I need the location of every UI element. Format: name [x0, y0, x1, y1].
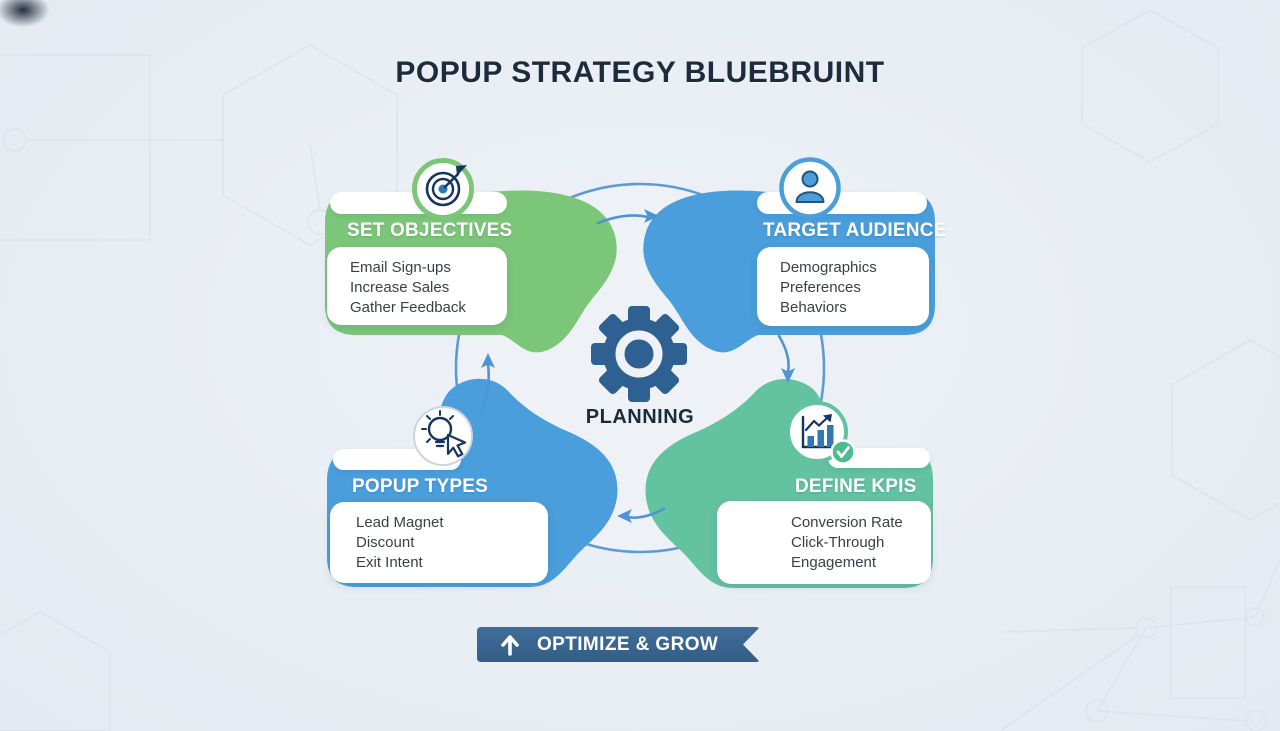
card-item: Gather Feedback [350, 299, 466, 316]
flow-arrow-left [479, 362, 490, 414]
flow-arrowhead-left-icon [617, 509, 632, 523]
card-item: Preferences [780, 279, 861, 296]
up-arrow-icon [499, 633, 521, 657]
flow-arrowhead-right-icon [644, 209, 659, 223]
card-list: Email Sign-ups Increase Sales Gather Fee… [327, 247, 507, 325]
card-item: Demographics [780, 259, 877, 276]
flow-arrow-right [777, 334, 790, 374]
card-item: Lead Magnet [356, 514, 444, 531]
card-item: Increase Sales [350, 279, 450, 296]
card-title: DEFINE KPIS [795, 476, 917, 497]
optimize-grow-banner: OPTIMIZE & GROW [477, 627, 760, 662]
flow-arrowhead-up-icon [481, 353, 495, 368]
card-item: Behaviors [780, 299, 847, 316]
flow-arrow-top [596, 214, 650, 225]
center-label: PLANNING [585, 406, 695, 428]
banner-label: OPTIMIZE & GROW [537, 634, 719, 655]
card-title: SET OBJECTIVES [347, 220, 513, 241]
card-item: Exit Intent [356, 554, 423, 571]
gear-icon [591, 306, 687, 402]
flow-arrowhead-down-icon [781, 368, 795, 383]
card-list: Lead Magnet Discount Exit Intent [330, 502, 548, 583]
card-top-strip [828, 448, 930, 468]
card-list: Demographics Preferences Behaviors [757, 247, 929, 326]
page-title: POPUP STRATEGY BLUEBRUINT [395, 56, 885, 89]
corner-smudge [0, 0, 60, 34]
card-title: POPUP TYPES [352, 476, 488, 497]
card-item: Discount [356, 534, 415, 551]
card-top-strip [757, 192, 927, 214]
card-item: Click-Through [791, 534, 885, 551]
card-top-strip [330, 192, 507, 214]
card-item: Conversion Rate [791, 514, 903, 531]
card-top-strip [333, 449, 461, 470]
card-item: Email Sign-ups [350, 259, 451, 276]
card-item: Engagement [791, 554, 877, 571]
card-title: TARGET AUDIENCE [763, 220, 947, 241]
card-list: Conversion Rate Click-Through Engagement [717, 501, 931, 584]
flow-arrow-bottom [626, 507, 666, 519]
